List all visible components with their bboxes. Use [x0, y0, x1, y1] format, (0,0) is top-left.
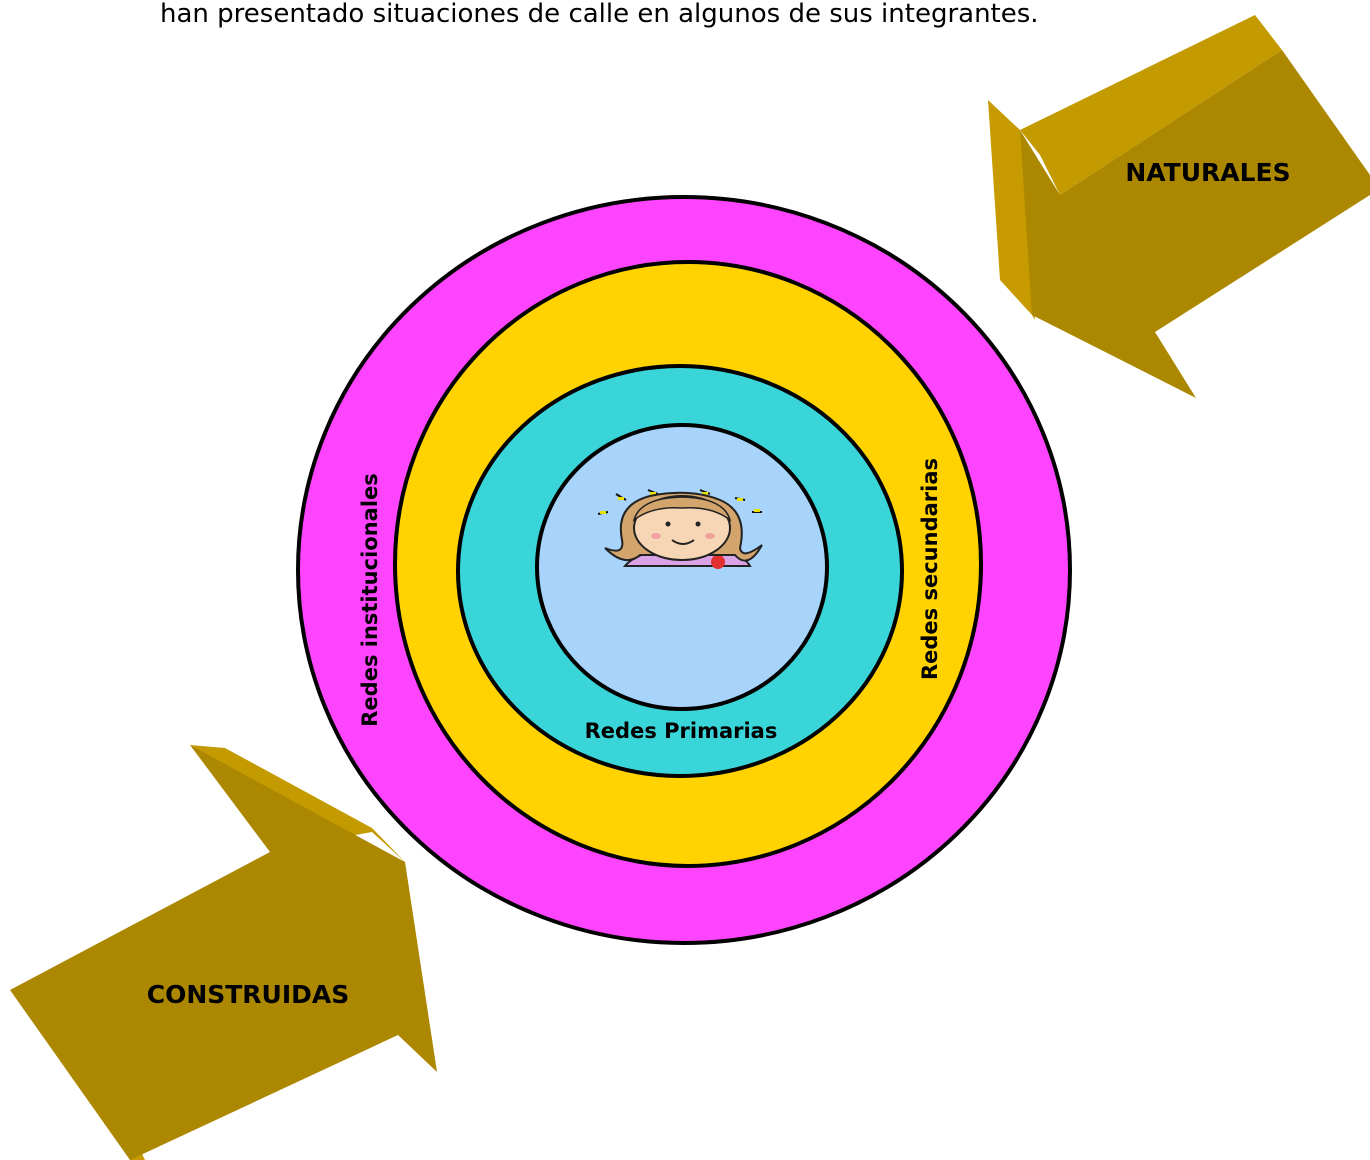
naturales-label: NATURALES — [1125, 158, 1290, 187]
naturales-arrow-body — [1020, 50, 1370, 398]
naturales-arrow-top — [1020, 15, 1282, 195]
label-redes-institucionales: Redes institucionales — [358, 473, 382, 727]
child-face-icon — [597, 489, 763, 569]
intro-text: han presentado situaciones de calle en a… — [160, 0, 1039, 29]
construidas-arrow: CONSTRUIDAS — [10, 745, 437, 1160]
construidas-arrow-body — [10, 745, 437, 1160]
label-redes-secundarias: Redes secundarias — [918, 458, 942, 680]
naturales-arrow-side — [988, 100, 1035, 320]
construidas-label: CONSTRUIDAS — [147, 980, 350, 1009]
label-redes-primarias: Redes Primarias — [585, 719, 778, 743]
naturales-arrow: NATURALES — [988, 15, 1370, 398]
